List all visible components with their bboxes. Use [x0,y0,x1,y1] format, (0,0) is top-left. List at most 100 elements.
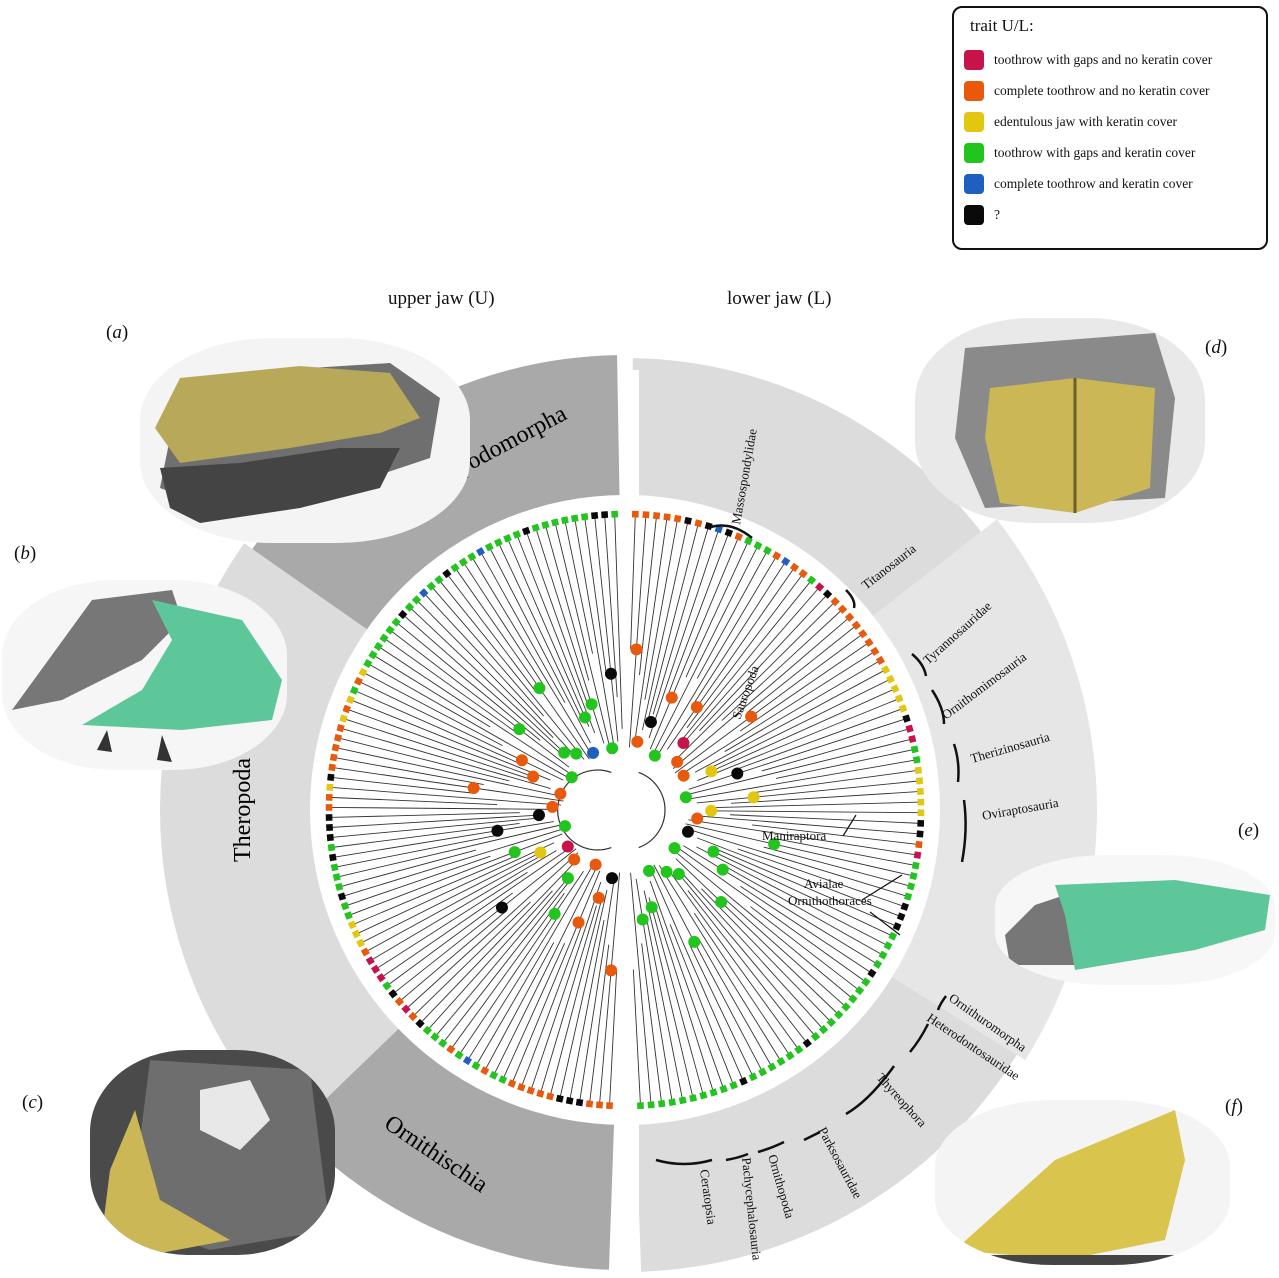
upper-tip [326,804,333,811]
panel-letter-a: (a) [106,322,128,344]
lower-tip [913,756,921,764]
lower-tip [648,1101,655,1108]
upper-node-marker [491,825,503,837]
lower-tip [917,820,924,827]
upper-node-marker [605,964,617,976]
lower-tip [911,745,919,753]
upper-tip [326,824,333,831]
panel-letter-e: (e) [1238,820,1259,842]
upper-tip [330,754,338,762]
upper-node-marker [606,742,618,754]
lower-node-marker [682,826,694,838]
lower-tip [915,767,922,774]
lower-tip [914,851,922,859]
upper-node-marker [516,754,528,766]
legend-label: complete toothrow and keratin cover [994,176,1193,192]
upper-tip [326,784,333,791]
legend-swatch [964,143,984,163]
upper-node-marker [579,711,591,723]
lower-node-marker [677,737,689,749]
lower-node-marker [661,866,673,878]
lower-node-marker [646,901,658,913]
upper-tip [328,764,335,771]
lower-tip [916,830,923,837]
panel-letter-f: (f) [1225,1096,1243,1118]
legend-items: toothrow with gaps and no keratin cover … [964,44,1256,230]
label-maniraptora: Maniraptora [762,828,826,843]
lower-node-marker [643,865,655,877]
upper-tip [606,1102,613,1109]
upper-tip [326,794,333,801]
legend-label: toothrow with gaps and keratin cover [994,145,1195,161]
legend: trait U/L: toothrow with gaps and no ker… [952,6,1268,250]
upper-tip [586,1100,593,1107]
upper-node-marker [509,846,521,858]
legend-item: edentulous jaw with keratin cover [964,106,1256,137]
legend-label: edentulous jaw with keratin cover [994,114,1177,130]
legend-swatch [964,81,984,101]
upper-node-marker [605,668,617,680]
legend-item: toothrow with gaps and no keratin cover [964,44,1256,75]
upper-tip [581,513,588,520]
lower-node-marker [688,936,700,948]
upper-tip [576,1099,584,1107]
upper-tip [561,516,569,524]
lower-tip [916,777,923,784]
lower-node-marker [671,756,683,768]
upper-node-marker [527,771,539,783]
upper-node-marker [562,872,574,884]
lower-tip [653,512,660,519]
upper-jaw-header: upper jaw (U) [388,288,495,310]
lower-tip [632,511,639,518]
upper-tip [611,511,618,518]
fossil-photo-d [915,318,1205,523]
legend-item: complete toothrow and keratin cover [964,168,1256,199]
lower-tip [918,799,925,806]
lower-node-marker [637,914,649,926]
fossil-photo-b [2,580,287,770]
upper-node-marker [586,698,598,710]
upper-tip [326,814,333,821]
lower-jaw-header: lower jaw (L) [727,288,831,310]
fossil-photo-c [90,1050,335,1255]
upper-node-marker [496,901,508,913]
upper-tip [331,863,339,871]
panel-letter-c: (c) [22,1092,43,1114]
lower-tip [642,511,649,518]
legend-label: toothrow with gaps and no keratin cover [994,52,1212,68]
legend-label: ? [994,207,1000,223]
upper-node-marker [590,859,602,871]
legend-title: trait U/L: [970,16,1256,36]
lower-tip [912,862,920,870]
lower-node-marker [666,692,678,704]
legend-swatch [964,50,984,70]
panel-letter-b: (b) [14,543,36,565]
panel-letter-d: (d) [1205,337,1227,359]
label-theropoda: Theropoda [230,758,256,862]
upper-node-marker [533,809,545,821]
upper-node-marker [549,908,561,920]
legend-item: complete toothrow and no keratin cover [964,75,1256,106]
lower-tip [637,1102,644,1109]
lower-node-marker [705,805,717,817]
lower-node-marker [691,701,703,713]
lower-node-marker [717,864,729,876]
upper-tip [329,854,337,862]
upper-node-marker [566,771,578,783]
legend-item: ? [964,199,1256,230]
lower-node-marker [731,768,743,780]
upper-tip [566,1097,574,1105]
lower-tip [684,517,692,525]
upper-tip [601,511,608,518]
upper-node-marker [513,723,525,735]
legend-swatch [964,174,984,194]
lower-node-marker [707,846,719,858]
lower-node-marker [645,716,657,728]
fossil-photo-a [140,338,470,543]
lower-tip [917,788,924,795]
upper-node-marker [554,788,566,800]
upper-node-marker [568,853,580,865]
legend-swatch [964,112,984,132]
lower-node-marker [678,770,690,782]
upper-tip [327,774,334,781]
